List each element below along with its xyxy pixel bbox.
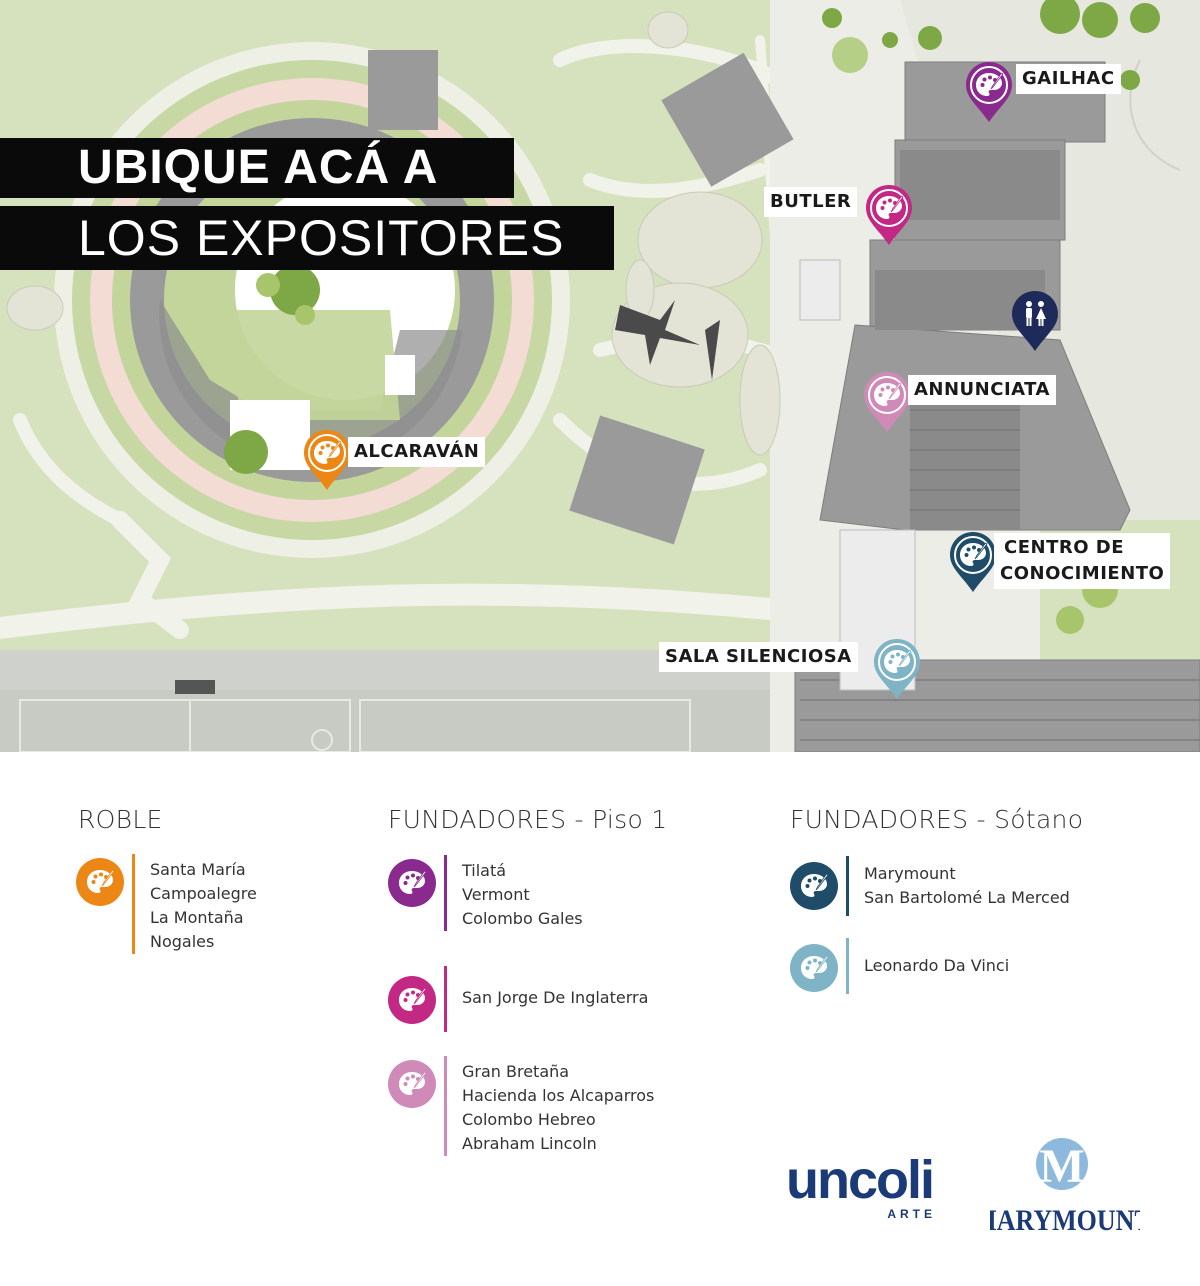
legend-items: Marymount San Bartolomé La Merced: [864, 862, 1070, 910]
legend-item: Campoalegre: [150, 884, 257, 903]
palette-icon: [314, 440, 342, 464]
palette-icon: [874, 382, 902, 406]
legend-marker: [388, 976, 436, 1024]
pin-gailhac[interactable]: [964, 60, 1014, 124]
legend-piso-1: FUNDADORES - Piso 1: [388, 805, 668, 834]
legend-bar: [846, 938, 849, 994]
svg-text:M: M: [1039, 1140, 1084, 1193]
legend-item: Leonardo Da Vinci: [864, 956, 1010, 975]
pin-annunciata[interactable]: [862, 370, 912, 434]
legend-items: San Jorge De Inglaterra: [462, 986, 648, 1010]
legend-bar: [132, 854, 135, 954]
legend-item: Gran Bretaña: [462, 1062, 570, 1081]
legend-item: Vermont: [462, 885, 530, 904]
palette-icon: [801, 955, 829, 979]
palette-icon: [801, 873, 829, 897]
palette-icon: [798, 870, 830, 902]
legend-item: Colombo Hebreo: [462, 1110, 596, 1129]
legend-item: Hacienda los Alcaparros: [462, 1086, 655, 1105]
palette-icon: [399, 987, 427, 1011]
pin-butler[interactable]: [864, 183, 914, 247]
svg-text:uncoli: uncoli: [786, 1152, 933, 1210]
restroom-icon: [1026, 301, 1046, 326]
uncoli-logo: uncoli ARTE: [786, 1150, 966, 1222]
pin-label-sala-silenciosa: SALA SILENCIOSA: [659, 642, 858, 672]
pin-label-centro-de-conocimiento: CENTRO DE CONOCIMIENTO: [994, 533, 1171, 589]
legend-marker: [76, 858, 124, 906]
palette-icon: [884, 649, 912, 673]
pin-label-centro-line-1: CENTRO DE: [1004, 537, 1125, 558]
legend-item: Colombo Gales: [462, 909, 583, 928]
legend-items: Tilatá Vermont Colombo Gales: [462, 859, 583, 931]
legend-marker: [790, 862, 838, 910]
legend-heading-piso-1: FUNDADORES - Piso 1: [388, 805, 668, 834]
legend-roble: ROBLE: [78, 805, 163, 834]
legend-items: Leonardo Da Vinci: [864, 954, 1009, 978]
palette-icon: [399, 870, 427, 894]
legend-heading-sotano: FUNDADORES - Sótano: [790, 805, 1084, 834]
legend-item: San Bartolomé La Merced: [864, 888, 1070, 907]
legend-item: Abraham Lincoln: [462, 1134, 597, 1153]
campus-map: UBIQUE ACÁ A LOS EXPOSITORES GAILHAC BUT…: [0, 0, 1200, 752]
legend-items: Santa María Campoalegre La Montaña Nogal…: [150, 858, 257, 954]
legend-bar: [444, 966, 447, 1032]
palette-icon: [399, 1071, 427, 1095]
legend-items: Gran Bretaña Hacienda los Alcaparros Col…: [462, 1060, 654, 1156]
legend-marker: [790, 944, 838, 992]
title-line-1: UBIQUE ACÁ A: [0, 138, 514, 198]
title-line-2: LOS EXPOSITORES: [0, 206, 614, 270]
legend-bar: [846, 856, 849, 916]
pin-label-gailhac: GAILHAC: [1016, 64, 1121, 94]
legend-item: Marymount: [864, 864, 956, 883]
palette-icon: [396, 984, 428, 1016]
palette-icon: [84, 866, 116, 898]
palette-icon: [798, 952, 830, 984]
palette-icon: [976, 72, 1004, 96]
pin-centro-de-conocimiento[interactable]: [948, 530, 998, 594]
pin-alcaravan[interactable]: [302, 428, 352, 492]
legend-heading-roble: ROBLE: [78, 805, 163, 834]
legend-item: La Montaña: [150, 908, 244, 927]
pin-label-centro-line-2: CONOCIMIENTO: [1000, 563, 1165, 584]
pin-label-alcaravan: ALCARAVÁN: [348, 437, 486, 467]
svg-text:MARYMOUNT: MARYMOUNT: [990, 1204, 1140, 1237]
map-pin-icon: [1012, 291, 1058, 351]
palette-icon: [876, 195, 904, 219]
pin-label-annunciata: ANNUNCIATA: [908, 375, 1056, 405]
legend-item: Tilatá: [462, 861, 507, 880]
legend-marker: [388, 859, 436, 907]
legend-item: Santa María: [150, 860, 246, 879]
palette-icon: [396, 1068, 428, 1100]
pin-sala-silenciosa[interactable]: [872, 637, 922, 701]
palette-icon: [87, 869, 115, 893]
legend-bar: [444, 1056, 447, 1156]
pin-label-butler: BUTLER: [764, 187, 858, 217]
legend-item: San Jorge De Inglaterra: [462, 988, 649, 1007]
palette-icon: [960, 542, 988, 566]
pin-restroom[interactable]: [1010, 289, 1060, 353]
legend-item: Nogales: [150, 932, 215, 951]
legend-bar: [444, 855, 447, 931]
legend-sotano: FUNDADORES - Sótano: [790, 805, 1083, 834]
svg-text:ARTE: ARTE: [887, 1207, 936, 1221]
legend-marker: [388, 1060, 436, 1108]
palette-icon: [396, 867, 428, 899]
marymount-logo: M MARYMOUNT: [972, 1138, 1152, 1238]
